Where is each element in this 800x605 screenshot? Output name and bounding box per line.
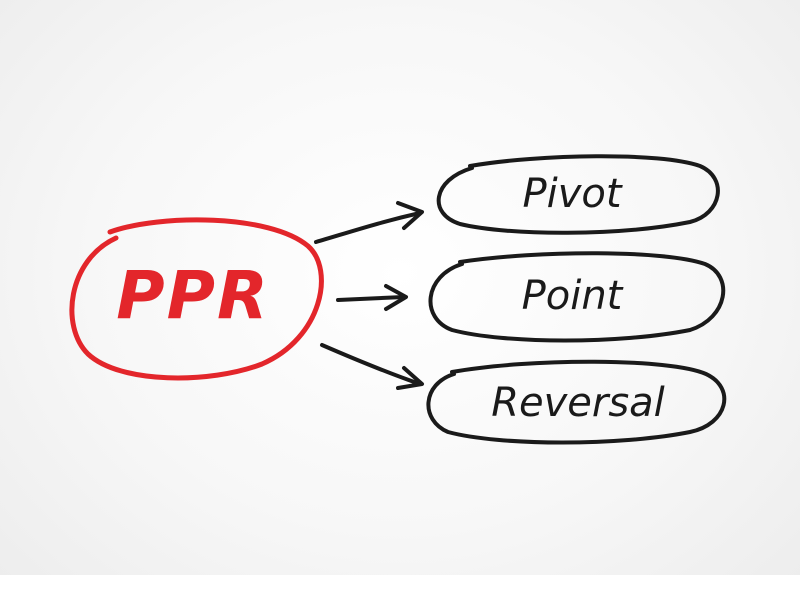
term-oval [426,359,727,445]
term-label: Reversal [491,380,665,426]
term-oval [428,251,726,343]
term-node-pivot: Pivot [436,154,720,235]
term-label: Point [522,273,624,319]
term-label: Pivot [522,171,622,217]
term-node-reversal: Reversal [426,359,727,445]
arrow-to-point [336,284,408,311]
bottom-strip [0,575,800,605]
acronym-node: PPR [69,217,324,381]
acronym-oval [69,217,324,381]
arrows [314,201,424,390]
arrow-to-reversal [320,343,424,390]
term-node-point: Point [428,251,726,343]
arrow-to-pivot [314,201,424,244]
term-oval [436,154,720,235]
acronym-label: PPR [116,257,270,334]
